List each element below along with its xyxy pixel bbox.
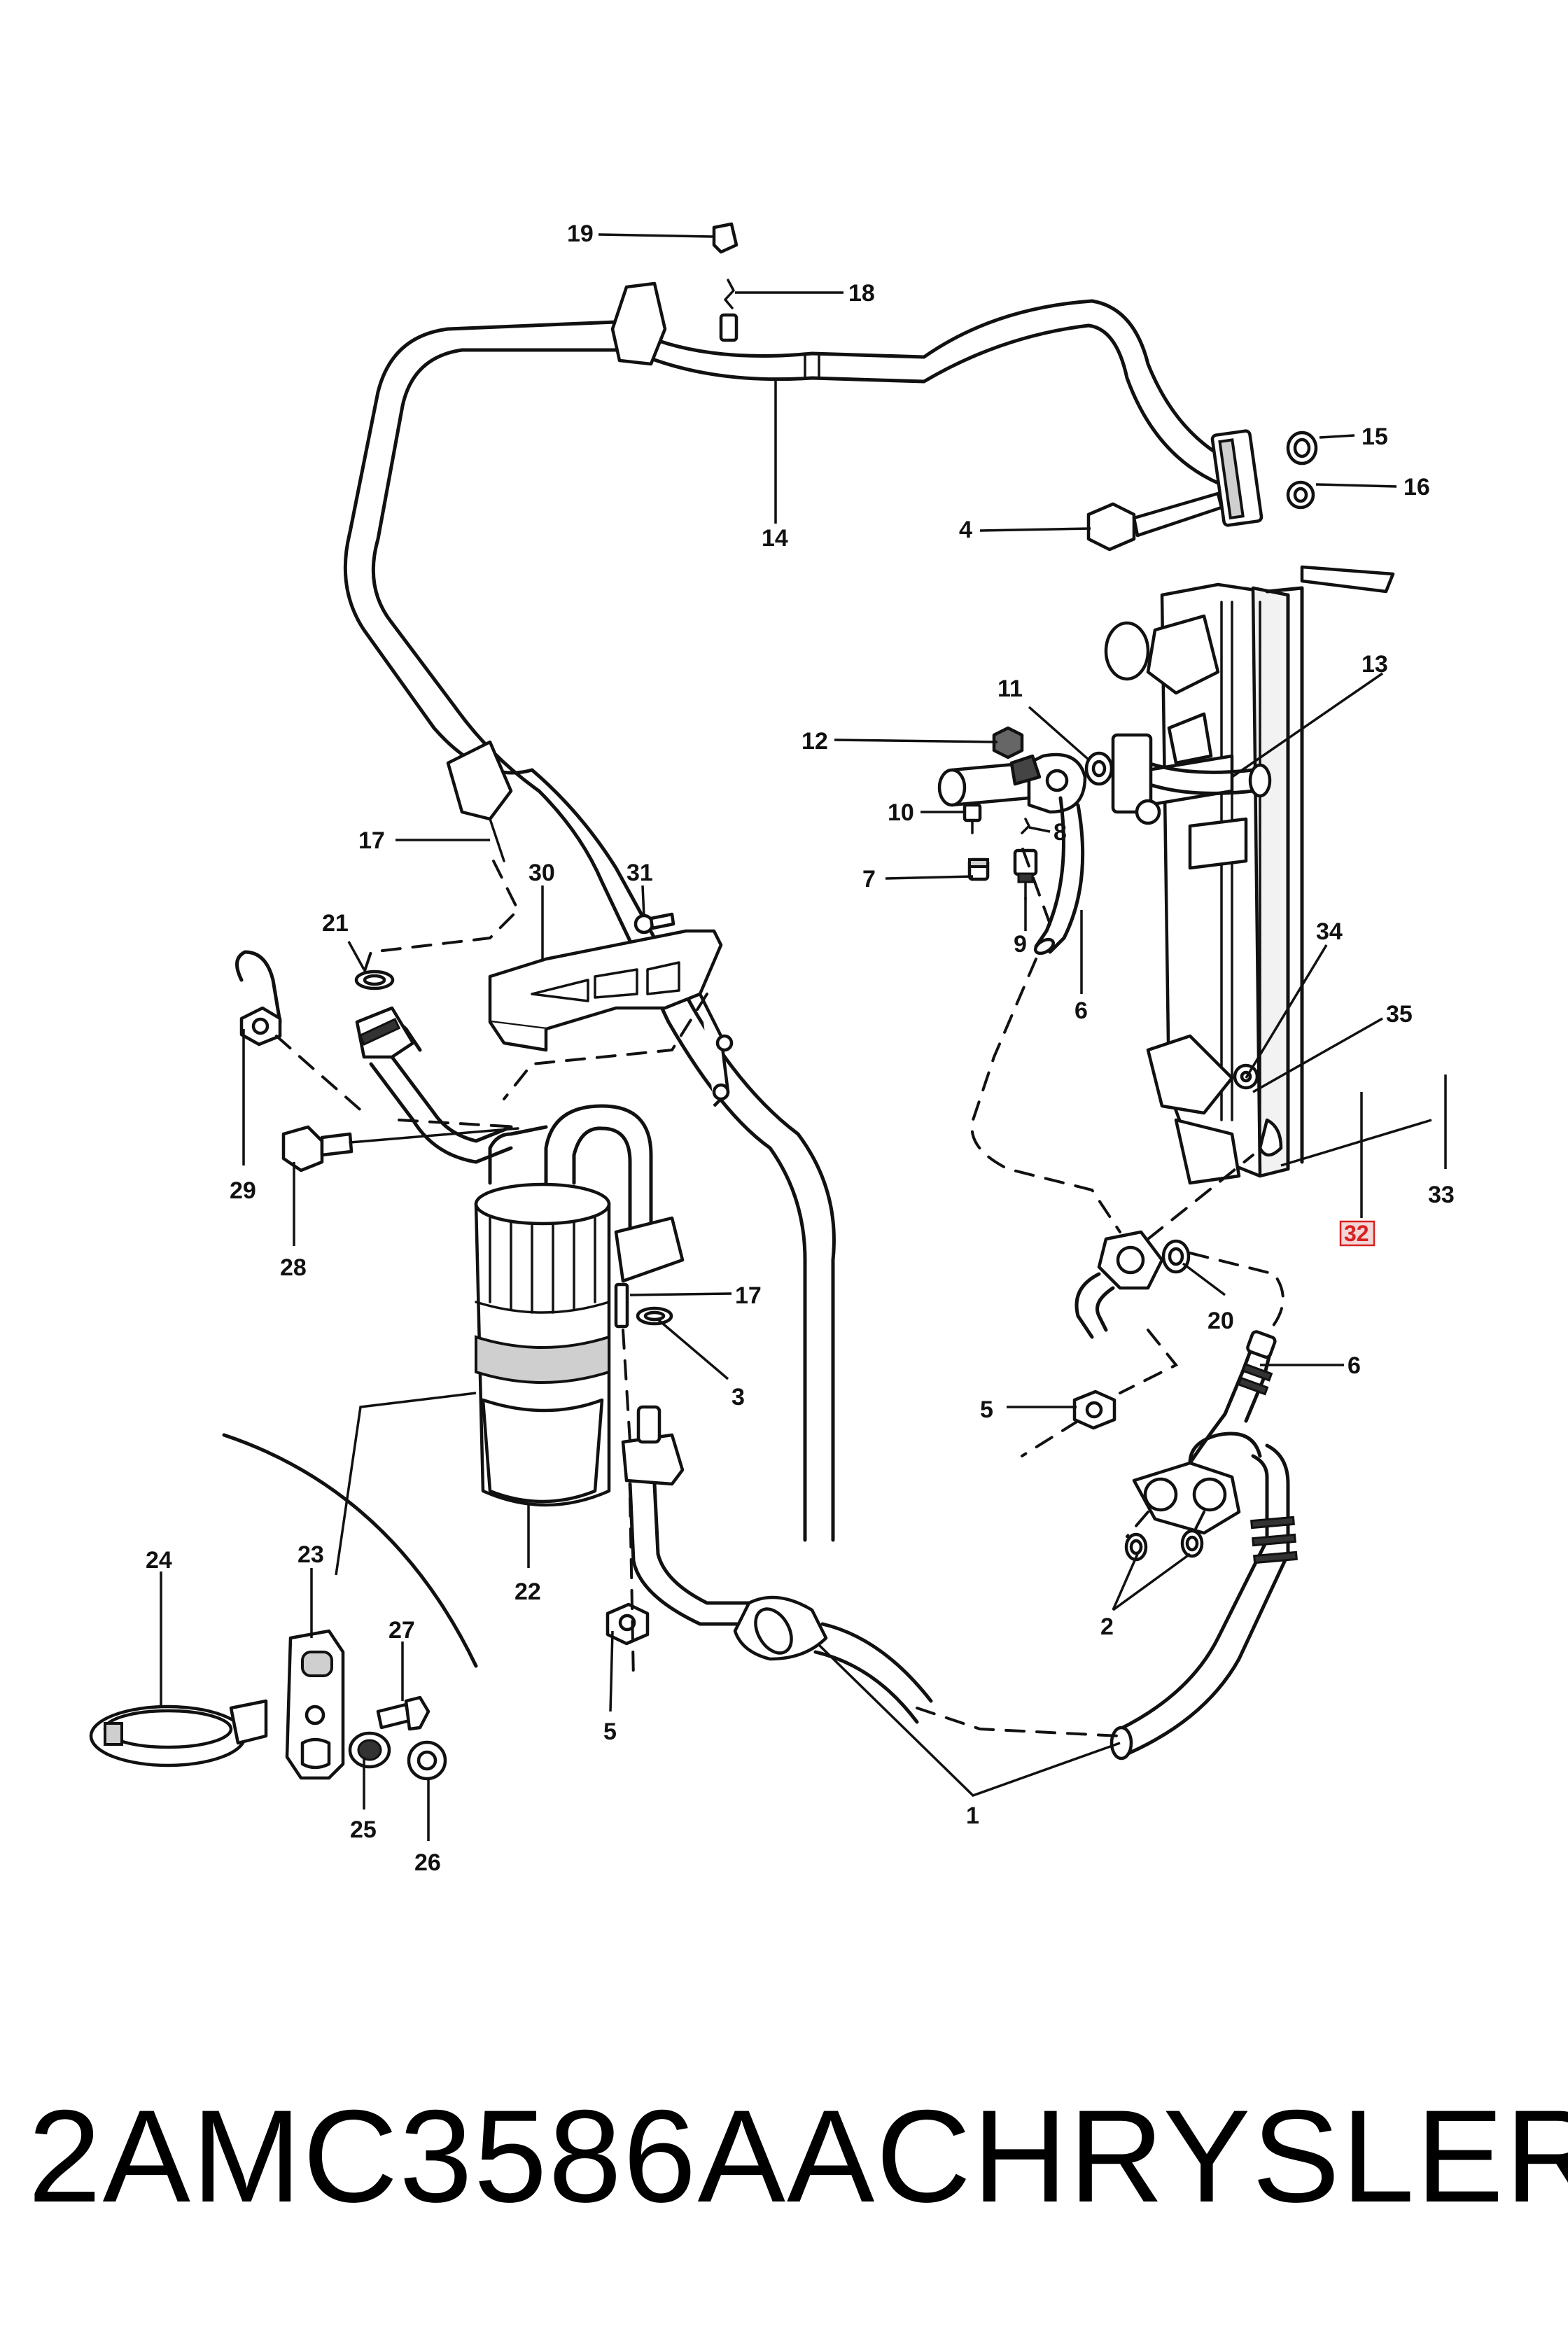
callout-6-lower[interactable]: 6 xyxy=(1348,1352,1361,1379)
part-5-nut-right xyxy=(1072,1390,1116,1430)
callout-14[interactable]: 14 xyxy=(762,525,788,552)
part-7-cap xyxy=(967,858,990,881)
callout-6-upper[interactable]: 6 xyxy=(1074,997,1088,1024)
part-17-stud-lower xyxy=(614,1282,629,1329)
part-14-ac-line xyxy=(343,299,1264,1542)
callout-22[interactable]: 22 xyxy=(514,1578,541,1605)
callout-31[interactable]: 31 xyxy=(626,860,653,886)
callout-32[interactable]: 32 xyxy=(1344,1221,1369,1246)
callout-29[interactable]: 29 xyxy=(230,1177,256,1204)
callout-25[interactable]: 25 xyxy=(350,1816,377,1843)
callout-9[interactable]: 9 xyxy=(1014,931,1027,958)
part-31-bolt xyxy=(634,912,676,934)
callout-28[interactable]: 28 xyxy=(280,1254,307,1281)
callout-34[interactable]: 34 xyxy=(1316,918,1343,945)
callout-18[interactable]: 18 xyxy=(848,280,875,307)
callout-16[interactable]: 16 xyxy=(1404,474,1430,500)
part-6-hose-lower xyxy=(1188,1330,1277,1465)
part-33-condenser xyxy=(1104,565,1395,1185)
callout-21[interactable]: 21 xyxy=(322,910,349,937)
part-19-clip xyxy=(712,222,738,254)
part-30-bracket xyxy=(488,929,734,1107)
bracket-arc xyxy=(222,1392,478,1668)
callout-labels: 19 18 14 4 15 16 13 11 12 10 8 7 9 6 17 … xyxy=(146,220,1455,1876)
part-number: 2AMC3586AA xyxy=(28,2082,876,2230)
callout-8[interactable]: 8 xyxy=(1054,819,1067,846)
line-clip-upper xyxy=(446,740,513,862)
part-5-nut-lower xyxy=(606,1602,650,1646)
callout-12[interactable]: 12 xyxy=(802,728,828,755)
callout-35[interactable]: 35 xyxy=(1386,1001,1413,1028)
part-12-nut xyxy=(992,726,1024,760)
callout-33[interactable]: 33 xyxy=(1428,1182,1455,1208)
brand-name: CHRYSLER xyxy=(876,2082,1568,2230)
callout-32-highlight xyxy=(1339,1220,1376,1247)
part-15-o-ring xyxy=(1286,430,1318,465)
part-4-bolt xyxy=(1086,491,1224,552)
part-23-mounting-bracket xyxy=(285,1629,345,1780)
callout-2[interactable]: 2 xyxy=(1100,1614,1114,1640)
part-20-o-ring xyxy=(1161,1239,1191,1274)
part-10-valve-core xyxy=(962,803,982,834)
callout-5-right[interactable]: 5 xyxy=(980,1396,993,1423)
part-27-bolt xyxy=(376,1695,430,1731)
pressure-fitting-assembly xyxy=(937,752,1087,814)
part-8-valve-core xyxy=(1021,818,1030,834)
callout-23[interactable]: 23 xyxy=(298,1541,324,1568)
part-28-bolt xyxy=(281,1125,519,1172)
drier-outlet-tube xyxy=(488,1104,685,1283)
callout-17-upper[interactable]: 17 xyxy=(358,827,385,854)
compressor-manifold xyxy=(1132,1432,1262,1535)
callout-20[interactable]: 20 xyxy=(1208,1308,1234,1334)
part-3-o-ring xyxy=(636,1306,673,1326)
part-21-o-ring xyxy=(354,969,395,990)
callout-13[interactable]: 13 xyxy=(1362,651,1388,678)
part-29-nut xyxy=(239,1006,282,1046)
callout-3[interactable]: 3 xyxy=(732,1384,745,1410)
callout-1[interactable]: 1 xyxy=(966,1802,979,1829)
top-bracket xyxy=(610,281,667,366)
part-1-hose-assembly xyxy=(621,1405,1298,1760)
callout-24[interactable]: 24 xyxy=(146,1547,172,1574)
callout-26[interactable]: 26 xyxy=(414,1849,441,1876)
callout-17-lower[interactable]: 17 xyxy=(735,1282,762,1309)
callout-15[interactable]: 15 xyxy=(1362,424,1388,450)
callout-5-lower[interactable]: 5 xyxy=(603,1718,617,1745)
part-11-o-ring xyxy=(1084,751,1114,786)
callout-27[interactable]: 27 xyxy=(388,1617,415,1644)
part-2-o-rings xyxy=(1124,1529,1204,1562)
part-9-switch xyxy=(1013,848,1038,901)
part-22-receiver-drier xyxy=(474,1182,611,1507)
part-13-condenser-tube xyxy=(1111,733,1161,825)
part-caption: 2AMC3586AA CHRYSLER xyxy=(28,2072,1568,2240)
callout-19[interactable]: 19 xyxy=(567,220,594,247)
callout-11[interactable]: 11 xyxy=(997,676,1023,702)
callout-30[interactable]: 30 xyxy=(528,860,555,886)
hose-left-upper xyxy=(235,950,513,1164)
part-24-hose-clamp xyxy=(89,1699,268,1768)
callout-4[interactable]: 4 xyxy=(959,517,972,543)
leader-lines xyxy=(160,233,1447,1841)
part-18-pin xyxy=(719,279,738,342)
callout-10[interactable]: 10 xyxy=(888,799,914,826)
assembly-dashed-lines xyxy=(275,846,1284,1737)
part-20-fitting-block xyxy=(1074,1230,1164,1339)
part-26-washer xyxy=(407,1740,447,1781)
part-25-grommet xyxy=(348,1731,391,1769)
callout-7[interactable]: 7 xyxy=(862,866,876,892)
part-16-o-ring xyxy=(1286,480,1315,510)
